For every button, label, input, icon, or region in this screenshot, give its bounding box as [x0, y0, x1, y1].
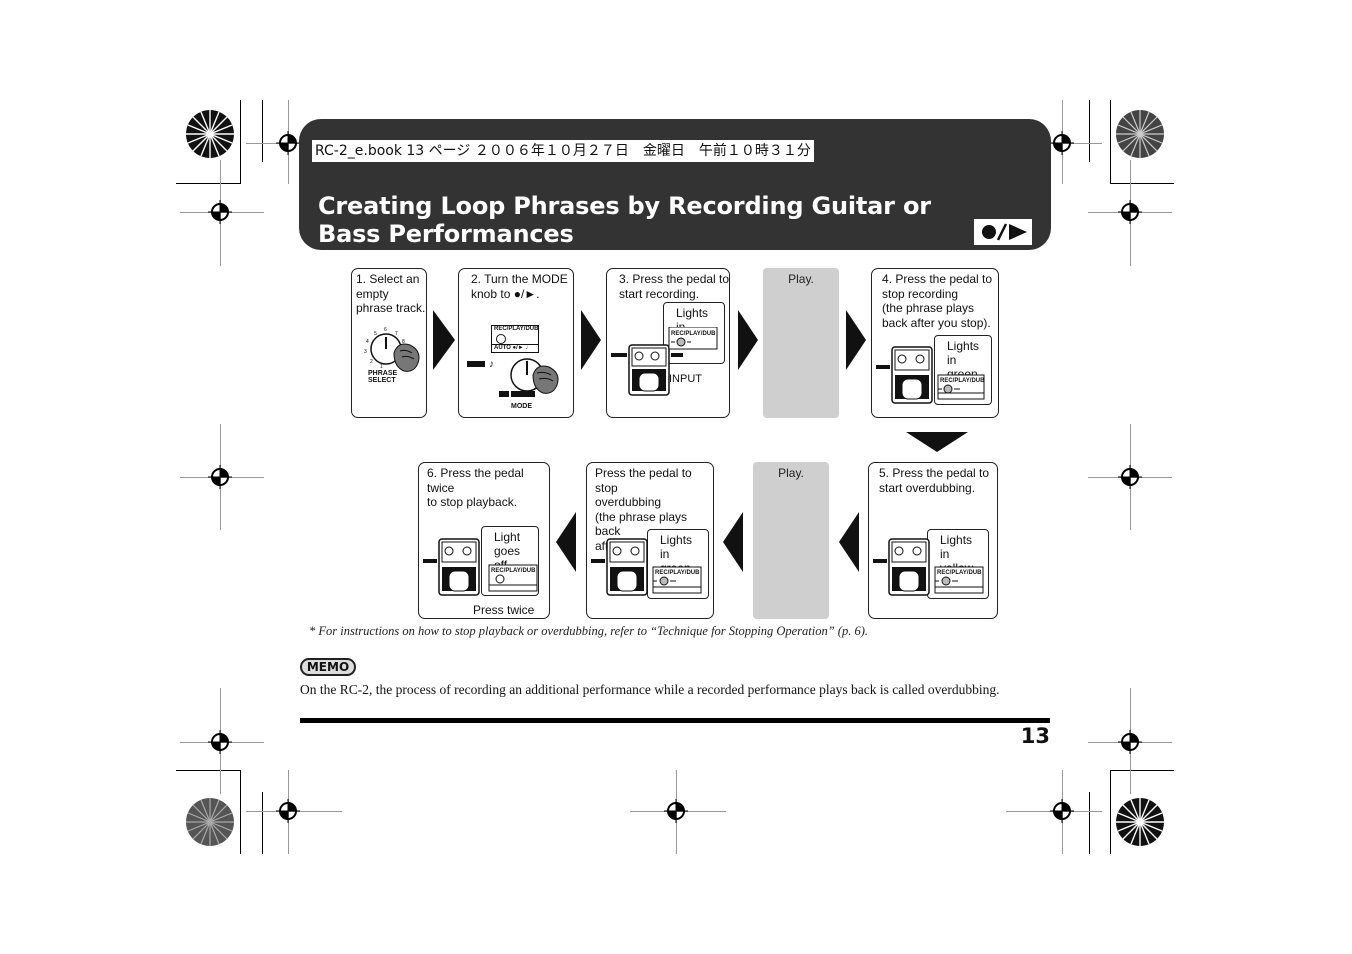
step-5-text: 5. Press the pedal to start overdubbing. — [879, 466, 990, 495]
step-2-text: 2. Turn the MODE knob to ●/►. — [471, 272, 568, 301]
starburst-target-icon — [1115, 109, 1165, 159]
play-label: Play. — [788, 272, 814, 286]
registration-mark-icon — [208, 465, 232, 489]
footer-rule — [300, 718, 1050, 723]
footnote: * For instructions on how to stop playba… — [309, 624, 869, 638]
step-5-box: 5. Press the pedal to start overdubbing.… — [868, 462, 998, 619]
input-jack-label: INPUT — [669, 373, 702, 385]
step-1-text: 1. Select an empty phrase track. — [356, 272, 426, 315]
svg-text:REC/PLAY/DUB: REC/PLAY/DUB — [940, 378, 985, 384]
pedal-illustration: REC/PLAY/DUB — [876, 341, 988, 413]
step-2-box: 2. Turn the MODE knob to ●/►. REC/PLAY/D… — [458, 268, 574, 418]
svg-text:♪: ♪ — [489, 359, 494, 370]
step-stop-overdub-box: Press the pedal to stop overdubbing (the… — [586, 462, 714, 619]
left-arrow-icon — [723, 512, 743, 572]
right-arrow-icon — [581, 310, 601, 370]
right-arrow-icon — [846, 310, 866, 370]
page-number: 13 — [1020, 724, 1050, 748]
svg-text:4: 4 — [366, 339, 369, 345]
book-metadata-line: RC-2_e.book 13 ページ ２００６年１０月２７日 金曜日 午前１０時… — [312, 140, 814, 162]
mode-panel-label: REC/PLAY/DUB — [494, 326, 539, 332]
right-arrow-icon — [738, 310, 758, 370]
press-twice-label: Press twice — [473, 603, 535, 617]
page-title: Creating Loop Phrases by Recording Guita… — [318, 192, 931, 248]
registration-mark-icon — [208, 730, 232, 754]
left-arrow-icon — [556, 512, 576, 572]
memo-badge: MEMO — [300, 658, 356, 676]
mode-knob-illustration: ♪ — [467, 353, 567, 413]
registration-mark-icon — [1050, 799, 1074, 823]
svg-text:REC/PLAY/DUB: REC/PLAY/DUB — [655, 570, 700, 576]
svg-text:REC/PLAY/DUB: REC/PLAY/DUB — [937, 570, 982, 576]
registration-mark-icon — [276, 131, 300, 155]
registration-mark-icon — [1118, 465, 1142, 489]
pedal-illustration: REC/PLAY/DUB — [611, 327, 721, 403]
phrase-select-label: PHRASE SELECT — [368, 370, 398, 384]
left-arrow-icon — [839, 512, 859, 572]
down-arrow-icon — [906, 432, 968, 452]
svg-text:6: 6 — [384, 327, 387, 333]
registration-mark-icon — [208, 200, 232, 224]
mode-knob-label: MODE — [511, 403, 532, 410]
svg-text:8: 8 — [402, 339, 405, 345]
right-arrow-icon — [433, 310, 455, 370]
svg-text:1: 1 — [380, 364, 383, 370]
play-phase-box: Play. — [753, 462, 829, 619]
starburst-target-icon — [185, 797, 235, 847]
play-phase-box: Play. — [763, 268, 839, 418]
pedal-illustration: REC/PLAY/DUB — [591, 535, 709, 607]
registration-mark-icon — [276, 799, 300, 823]
registration-mark-icon — [1118, 200, 1142, 224]
starburst-target-icon — [1115, 797, 1165, 847]
registration-mark-icon — [1050, 131, 1074, 155]
registration-mark-icon — [664, 799, 688, 823]
record-play-icon — [974, 219, 1032, 245]
step-6-box: 6. Press the pedal twice to stop playbac… — [418, 462, 550, 619]
svg-text:2: 2 — [370, 359, 373, 365]
step-3-box: 3. Press the pedal to start recording. L… — [606, 268, 730, 418]
svg-text:5: 5 — [374, 331, 377, 337]
step-3-text: 3. Press the pedal to start recording. — [619, 272, 730, 301]
svg-text:REC/PLAY/DUB: REC/PLAY/DUB — [671, 331, 716, 337]
svg-text:3: 3 — [364, 349, 367, 355]
svg-text:7: 7 — [395, 331, 398, 337]
step-6-text: 6. Press the pedal twice to stop playbac… — [427, 466, 524, 509]
svg-text:REC/PLAY/DUB: REC/PLAY/DUB — [491, 568, 536, 574]
memo-text: On the RC-2, the process of recording an… — [300, 682, 1000, 697]
registration-mark-icon — [1118, 730, 1142, 754]
play-label: Play. — [778, 466, 804, 480]
mode-panel-sub: AUTO ●/► ♩ — [492, 344, 538, 352]
mode-panel-illustration: REC/PLAY/DUB AUTO ●/► ♩ — [491, 325, 539, 353]
pedal-illustration: REC/PLAY/DUB — [423, 535, 543, 605]
pedal-illustration: REC/PLAY/DUB — [873, 535, 991, 607]
step-4-text: 4. Press the pedal to stop recording (th… — [882, 272, 993, 330]
starburst-target-icon — [185, 109, 235, 159]
step-4-box: 4. Press the pedal to stop recording (th… — [871, 268, 999, 418]
